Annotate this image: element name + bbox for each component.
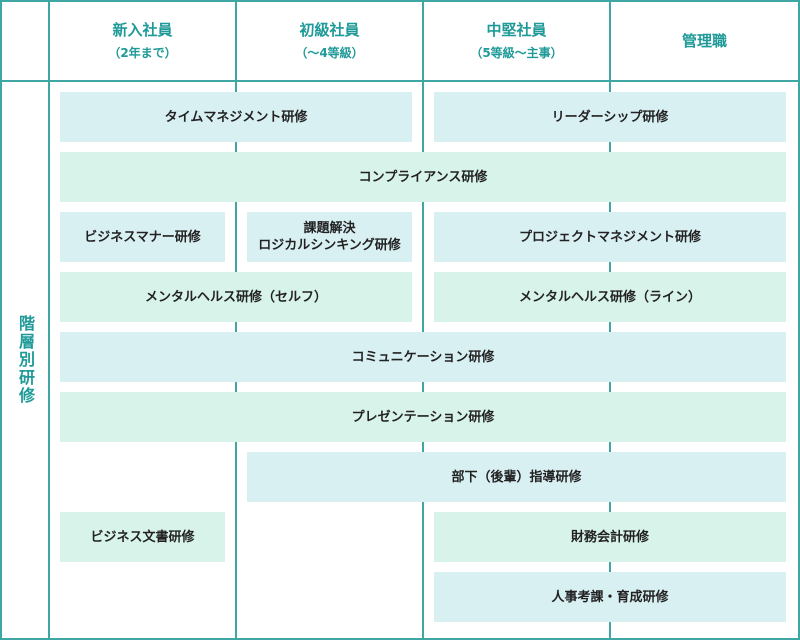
training-label: 課題解決: [303, 221, 356, 236]
frame-border-bottom: [0, 638, 800, 640]
training-box: コミュニケーション研修: [60, 332, 786, 382]
header-col-manager: 管理職: [611, 2, 798, 80]
training-label: ビジネス文書研修: [90, 529, 195, 545]
header-col-mid-level: 中堅社員 （5等級〜主事）: [424, 2, 609, 80]
frame-border-right: [798, 0, 800, 640]
training-label: メンタルヘルス研修（セルフ）: [144, 289, 327, 305]
header-title: 初級社員: [299, 21, 360, 39]
header-title: 新入社員: [112, 21, 173, 39]
training-label: 部下（後輩）指導研修: [451, 469, 582, 485]
sidebar-label: 階層別研修: [16, 315, 35, 405]
header-subtitle: （5等級〜主事）: [470, 46, 563, 60]
frame-border-left: [0, 0, 2, 640]
training-box: ビジネスマナー研修: [60, 212, 225, 262]
training-box: リーダーシップ研修: [434, 92, 786, 142]
training-box: 課題解決 ロジカルシンキング研修: [247, 212, 412, 262]
training-box: メンタルヘルス研修（セルフ）: [60, 272, 412, 322]
training-label: プレゼンテーション研修: [351, 409, 495, 425]
training-box: プロジェクトマネジメント研修: [434, 212, 786, 262]
sidebar-divider: [48, 0, 50, 640]
training-label: メンタルヘルス研修（ライン）: [518, 289, 701, 305]
training-label: ロジカルシンキング研修: [258, 238, 401, 253]
header-subtitle: （〜4等級）: [295, 46, 364, 60]
training-label: ビジネスマナー研修: [84, 229, 201, 245]
training-box: タイムマネジメント研修: [60, 92, 412, 142]
column-divider: [422, 0, 424, 640]
training-label: リーダーシップ研修: [551, 109, 669, 125]
header-divider: [0, 80, 800, 82]
header-col-junior: 初級社員 （〜4等級）: [237, 2, 422, 80]
training-label: プロジェクトマネジメント研修: [518, 229, 701, 245]
header-col-new-employee: 新入社員 （2年まで）: [50, 2, 235, 80]
header-title: 中堅社員: [486, 21, 547, 39]
training-box: コンプライアンス研修: [60, 152, 786, 202]
training-box: 財務会計研修: [434, 512, 786, 562]
sidebar-label-cell: 階層別研修: [2, 82, 48, 638]
training-label: コンプライアンス研修: [358, 169, 488, 185]
training-label: 財務会計研修: [570, 529, 649, 545]
training-label: タイムマネジメント研修: [164, 109, 308, 125]
training-box: 人事考課・育成研修: [434, 572, 786, 622]
training-label: 人事考課・育成研修: [551, 589, 669, 605]
training-box: 部下（後輩）指導研修: [247, 452, 786, 502]
header-subtitle: （2年まで）: [108, 46, 177, 60]
training-box: プレゼンテーション研修: [60, 392, 786, 442]
header-title: 管理職: [681, 32, 727, 50]
training-box: ビジネス文書研修: [60, 512, 225, 562]
training-box: メンタルヘルス研修（ライン）: [434, 272, 786, 322]
frame-border-top: [0, 0, 800, 2]
training-label: コミュニケーション研修: [351, 349, 495, 365]
